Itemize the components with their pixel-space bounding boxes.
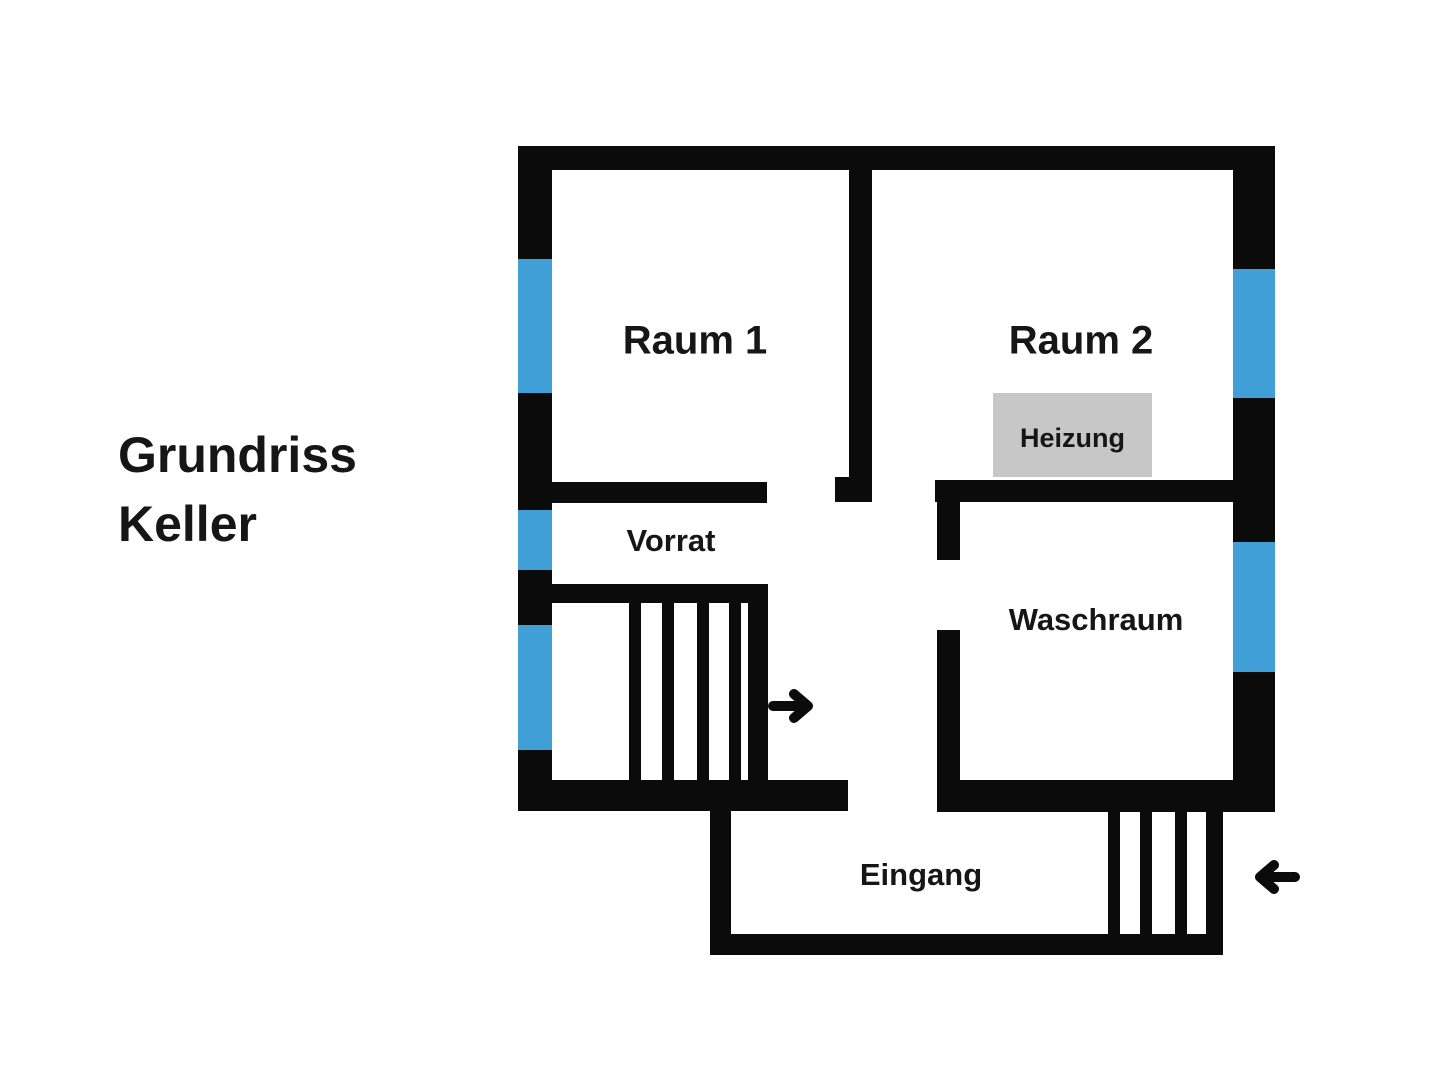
page-title-line1: Grundriss — [118, 427, 357, 483]
wall-waschraum-left-lower — [937, 630, 960, 780]
page-title-line2: Keller — [118, 496, 257, 552]
wall-eingang-bottom — [710, 934, 1223, 955]
stair-tread — [1140, 812, 1152, 934]
stair-tread — [697, 603, 709, 780]
window-left-3 — [518, 625, 552, 750]
wall-eingang-left — [710, 811, 731, 955]
stair-tread — [662, 603, 674, 780]
wall-middle-divider-foot — [835, 477, 872, 502]
room-label-raum2: Raum 2 — [1008, 318, 1154, 363]
outer-wall-right — [1233, 146, 1275, 812]
room-label-eingang: Eingang — [859, 857, 983, 892]
stair-tread — [629, 603, 641, 780]
stairs-interior-right-rail — [748, 603, 768, 780]
stairs-interior-top-rail — [552, 584, 768, 603]
left-arrow-icon — [1252, 859, 1300, 895]
wall-waschraum-top — [935, 480, 1233, 502]
stairs-entrance-right-rail — [1206, 812, 1223, 934]
stair-tread — [1175, 812, 1187, 934]
wall-middle-divider — [849, 170, 872, 502]
page-title: Grundriss Keller — [118, 421, 357, 559]
room-label-raum1: Raum 1 — [622, 318, 768, 363]
window-right-2 — [1233, 542, 1275, 672]
wall-waschraum-left-upper — [937, 502, 960, 560]
room-label-waschraum: Waschraum — [1008, 602, 1184, 637]
window-left-2 — [518, 510, 552, 570]
window-left-1 — [518, 259, 552, 393]
right-arrow-icon — [768, 688, 816, 724]
window-right-1 — [1233, 269, 1275, 398]
outer-wall-bottom-right — [937, 780, 1275, 812]
outer-wall-bottom-left — [518, 780, 848, 811]
stair-tread — [729, 603, 741, 780]
outer-wall-top — [518, 146, 1275, 170]
wall-raum1-bottom — [518, 482, 767, 503]
stair-tread — [1108, 812, 1120, 934]
room-label-heizung: Heizung — [1020, 422, 1125, 453]
room-label-vorrat: Vorrat — [626, 523, 716, 558]
heater-box: Heizung — [993, 393, 1152, 477]
